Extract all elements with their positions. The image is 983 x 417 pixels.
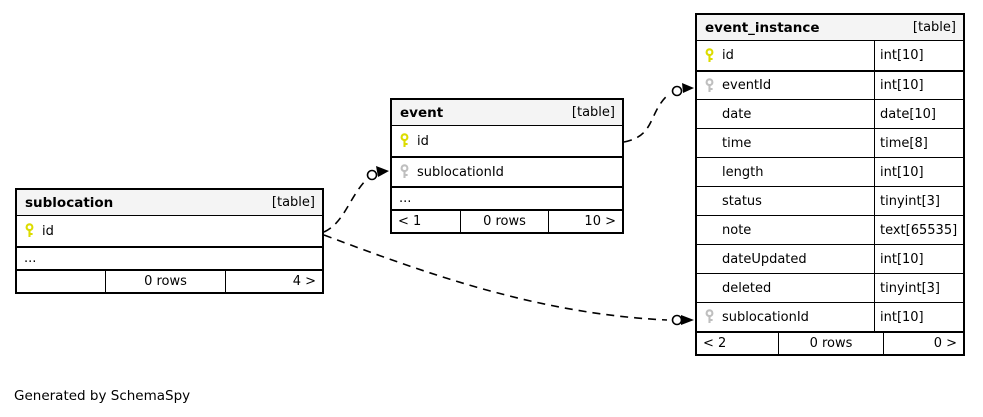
column-type: tinyint[3] xyxy=(874,187,963,215)
footer-parents: < 2 xyxy=(703,336,727,351)
table-header[interactable]: event_instance [table] xyxy=(697,15,963,41)
column-name: dateUpdated xyxy=(722,251,807,267)
column-type: time[8] xyxy=(874,129,963,157)
table-node-event[interactable]: event [table] id sublocationId ... < 1 0… xyxy=(390,98,624,234)
column-type: date[10] xyxy=(874,100,963,128)
column-name: eventId xyxy=(722,78,772,93)
table-row: sublocationId xyxy=(392,156,622,186)
table-row: id xyxy=(392,126,622,156)
table-type-tag: [table] xyxy=(271,195,315,210)
table-type-tag: [table] xyxy=(571,105,615,120)
table-name: event_instance xyxy=(705,19,820,36)
table-row: date date[10] xyxy=(697,99,963,128)
column-name: sublocationId xyxy=(722,309,809,325)
table-row: sublocationId int[10] xyxy=(697,302,963,331)
table-header[interactable]: sublocation [table] xyxy=(17,190,322,216)
footer-children: 4 > xyxy=(225,271,322,292)
column-name: sublocationId xyxy=(417,164,504,180)
table-type-tag: [table] xyxy=(912,20,956,35)
column-name: time xyxy=(722,135,752,151)
primary-key-icon xyxy=(24,223,42,239)
column-name: id xyxy=(42,223,54,239)
primary-key-icon xyxy=(704,47,722,64)
table-name: event xyxy=(400,104,444,121)
table-footer: < 1 0 rows 10 > xyxy=(392,209,622,232)
table-row: status tinyint[3] xyxy=(697,186,963,215)
generated-by-note: Generated by SchemaSpy xyxy=(14,388,191,404)
column-name: length xyxy=(722,164,764,180)
column-type: int[10] xyxy=(874,303,963,331)
table-row: eventId int[10] xyxy=(697,70,963,99)
column-name: status xyxy=(722,193,762,209)
column-type: text[65535] xyxy=(874,216,963,244)
table-node-sublocation[interactable]: sublocation [table] id ... 0 rows 4 > xyxy=(15,188,324,294)
table-node-event-instance[interactable]: event_instance [table] id int[10] eventI… xyxy=(695,13,965,356)
column-type: int[10] xyxy=(874,158,963,186)
table-row: dateUpdated int[10] xyxy=(697,244,963,273)
column-type: int[10] xyxy=(874,245,963,273)
foreign-key-icon xyxy=(704,309,722,325)
footer-row-count: 0 rows xyxy=(778,333,883,354)
column-type: tinyint[3] xyxy=(874,274,963,302)
table-row: id xyxy=(17,216,322,246)
table-footer: < 2 0 rows 0 > xyxy=(697,331,963,354)
footer-children: 10 > xyxy=(548,211,622,232)
table-row: deleted tinyint[3] xyxy=(697,273,963,302)
foreign-key-icon xyxy=(399,164,417,180)
table-header[interactable]: event [table] xyxy=(392,100,622,126)
foreign-key-icon xyxy=(704,77,722,94)
column-name: note xyxy=(722,222,752,238)
column-name: id xyxy=(722,48,734,63)
relationship-sublocation-to-event xyxy=(323,166,389,233)
primary-key-icon xyxy=(399,133,417,149)
table-row: id int[10] xyxy=(697,41,963,70)
table-row: time time[8] xyxy=(697,128,963,157)
column-type: int[10] xyxy=(874,41,963,70)
table-footer: 0 rows 4 > xyxy=(17,269,322,292)
column-type: int[10] xyxy=(874,72,963,99)
footer-row-count: 0 rows xyxy=(460,211,548,232)
footer-row-count: 0 rows xyxy=(105,271,225,292)
footer-parents: < 1 xyxy=(398,214,422,229)
column-name: date xyxy=(722,106,752,122)
column-name: id xyxy=(417,133,429,149)
footer-parents xyxy=(17,271,105,292)
table-row: note text[65535] xyxy=(697,215,963,244)
column-name: deleted xyxy=(722,280,772,296)
more-columns-ellipsis: ... xyxy=(392,186,622,209)
more-columns-ellipsis: ... xyxy=(17,246,322,269)
relationship-event-to-event-instance xyxy=(623,83,694,143)
table-name: sublocation xyxy=(25,194,114,211)
footer-children: 0 > xyxy=(883,333,963,354)
relationship-sublocation-to-event-instance xyxy=(323,234,694,326)
table-row: length int[10] xyxy=(697,157,963,186)
